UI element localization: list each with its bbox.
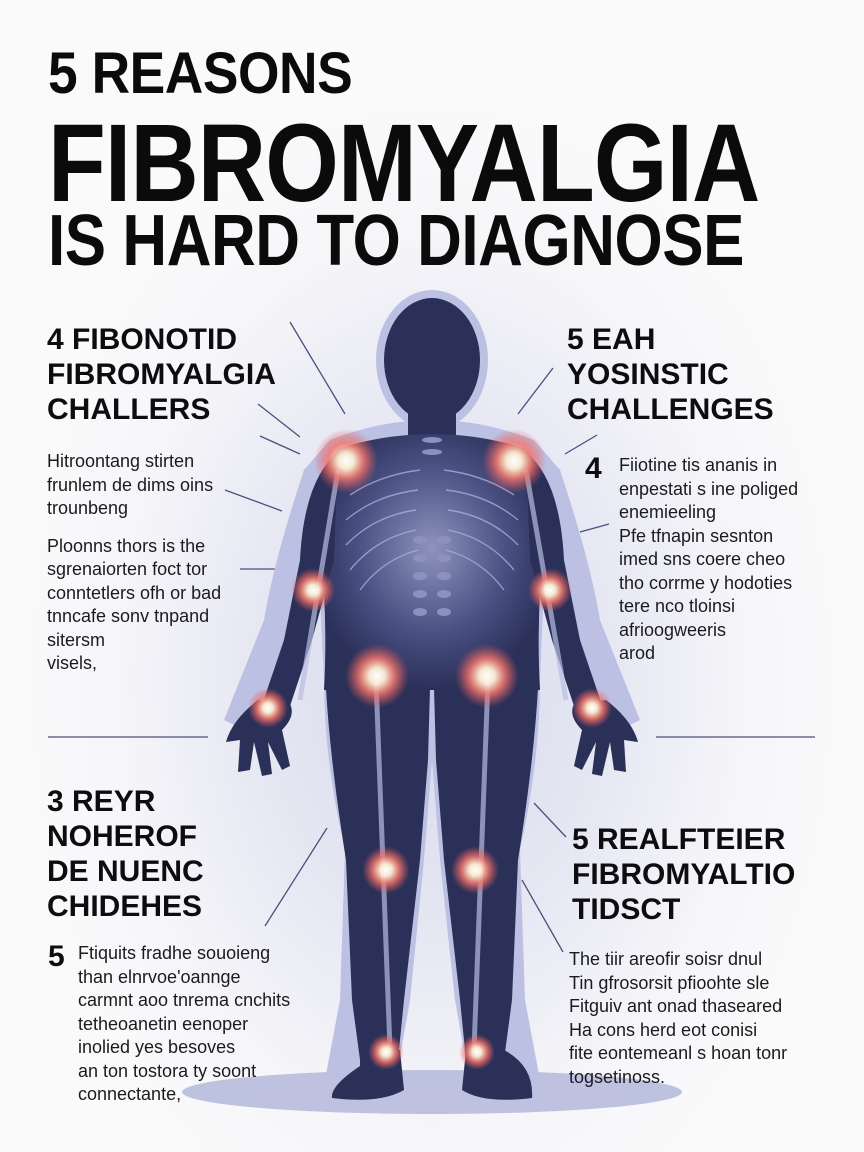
section-number: 5 [48,940,65,973]
paragraph-line: conntetlers ofh or bad [47,582,222,603]
top-left-paragraphs: Hitroontang stirten frunlem de dims oins… [47,450,221,676]
paragraph-line: trounbeng [47,498,129,518]
paragraph-line: an ton tostora ty soont [78,1060,257,1081]
paragraph-line: Ha cons herd eot conisi [569,1019,758,1040]
paragraph-line: enemieeling [619,502,717,522]
pain-points [248,429,612,1070]
paragraph-line: visels, [47,653,98,673]
pain-right-shoulder [482,429,546,493]
paragraph-line: Fiiotine tis ananis in [619,455,778,475]
paragraph-line: connectante, [78,1084,182,1104]
title-line-3: IS HARD TO DIAGNOSE [48,201,744,281]
heading-line: 5 EAH [567,323,656,356]
heading-line: DE NUENC [47,855,204,888]
paragraph-line: Ploonns thors is the [47,535,206,556]
top-right-heading: 5 EAH YOSINSTIC CHALLENGES [567,322,774,427]
paragraph-line: enpestati s ine poliged [619,478,799,499]
ribcage [345,469,519,591]
bottom-left-paragraph: Ftiquits fradhe souoieng than elnrvoe'oa… [78,942,290,1107]
paragraph-line: togsetinoss. [569,1066,666,1087]
paragraph-line: tere nco tloinsi [619,596,736,616]
paragraph-line: tetheoanetin eenoper [78,1013,249,1034]
top-left-heading: 4 FIBONOTID FIBROMYALGIA CHALLERS [47,322,276,427]
pain-left-ankle [368,1034,404,1070]
heading-line: 3 REYR [47,785,156,818]
pain-left-wrist [248,688,288,728]
paragraph-line: sgrenaiorten foct tor [47,559,208,579]
pain-right-ankle [459,1034,495,1070]
paragraph-line: inolied yes besoves [78,1037,236,1057]
pain-left-shoulder [314,429,378,493]
bottom-right-paragraph: The tiir areofir soisr dnul Tin gfrosors… [569,948,787,1089]
heading-line: NOHEROF [47,820,197,853]
heading-line: FIBROMYALGIA [47,358,276,391]
pain-right-elbow [528,568,572,612]
pain-right-wrist [572,688,612,728]
limb-highlights [297,469,569,1051]
paragraph-line: carmnt aoo tnrema cnchits [78,990,291,1010]
heading-line: YOSINSTIC [567,358,729,391]
heading-line: 5 REALFTEIER [572,823,786,856]
paragraph-line: Fitguiv ant onad thaseared [569,996,783,1016]
heading-line: CHALLERS [47,393,211,426]
bottom-right-heading: 5 REALFTEIER FIBROMYALTIO TIDSCT [572,822,795,927]
paragraph-line: sitersm [47,629,105,650]
section-number: 4 [585,452,602,485]
bottom-left-heading: 3 REYR NOHEROF DE NUENC CHIDEHES [47,784,204,924]
heading-line: CHIDEHES [47,890,203,923]
pain-left-hip [345,644,409,708]
heading-line: 4 FIBONOTID [47,323,238,356]
paragraph-line: tnncafe sonv tnpand [47,606,210,626]
heading-line: CHALLENGES [567,393,774,426]
title-line-1: 5 REASONS [48,41,353,106]
paragraph-line: imed sns coere cheo [619,549,786,569]
paragraph-line: Pfe tfnapin sesnton [619,525,774,546]
paragraph-line: arod [619,643,656,663]
paragraph-line: Hitroontang stirten [47,451,195,471]
paragraph-line: fite eontemeanl s hoan tonr [569,1043,788,1063]
spine [413,437,451,616]
paragraph-line: The tiir areofir soisr dnul [569,949,763,969]
paragraph-line: tho corrme y hodoties [619,572,793,593]
paragraph-line: Tin gfrosorsit pfioohte sle [569,972,770,993]
heading-line: TIDSCT [572,893,681,926]
paragraph-line: Ftiquits fradhe souoieng [78,943,271,963]
paragraph-line: than elnrvoe'oannge [78,966,241,987]
top-right-paragraphs: Fiiotine tis ananis in enpestati s ine p… [619,454,798,666]
title-line-2: FIBROMYALGIA [48,102,760,225]
pain-left-elbow [291,568,335,612]
heading-line: FIBROMYALTIO [572,858,796,891]
pain-right-knee [451,846,499,894]
paragraph-line: afrioogweeris [619,619,727,640]
pain-right-hip [455,644,519,708]
paragraph-line: frunlem de dims oins [47,474,214,495]
pain-left-knee [362,846,410,894]
